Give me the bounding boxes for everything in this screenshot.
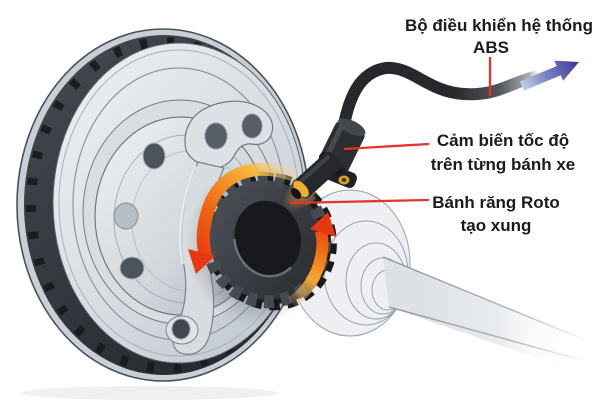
bolt-hole <box>119 256 145 280</box>
bracket-hole <box>204 122 228 150</box>
bracket-hole <box>241 113 263 139</box>
bracket-hole <box>171 318 191 340</box>
leader-speed-sensor <box>343 142 430 151</box>
hub-boss <box>113 202 139 230</box>
rotation-arrowhead <box>188 249 215 274</box>
cv-axle-shaft <box>382 256 597 366</box>
rotation-arrow-right <box>288 212 336 307</box>
label-rotor-ring-line2: tạo xung <box>461 216 532 235</box>
labels: Bộ điều khiển hệ thống ABS Cảm biến tốc … <box>405 16 593 235</box>
tone-ring-bore <box>234 200 302 277</box>
bolt-hole <box>142 142 166 170</box>
leader-lines <box>289 57 492 205</box>
label-rotor-ring-line1: Bánh răng Roto <box>432 193 560 212</box>
wheel-speed-sensor <box>290 118 366 200</box>
label-speed-sensor-line1: Cảm biến tốc độ <box>437 131 569 150</box>
ground-shadow <box>22 386 278 400</box>
sensor-cable <box>337 61 540 136</box>
sensor-tip <box>290 187 302 200</box>
label-abs-controller-line1: Bộ điều khiển hệ thống <box>405 16 593 35</box>
leader-rotor-ring <box>289 198 430 205</box>
rotation-arrow-left <box>188 162 299 274</box>
label-abs-controller-line2: ABS <box>473 38 509 57</box>
signal-arrow <box>520 60 579 91</box>
rotation-arrowhead <box>310 212 336 237</box>
label-speed-sensor-line2: trên từng bánh xe <box>431 155 576 174</box>
sensor-tip-ring <box>293 180 309 198</box>
